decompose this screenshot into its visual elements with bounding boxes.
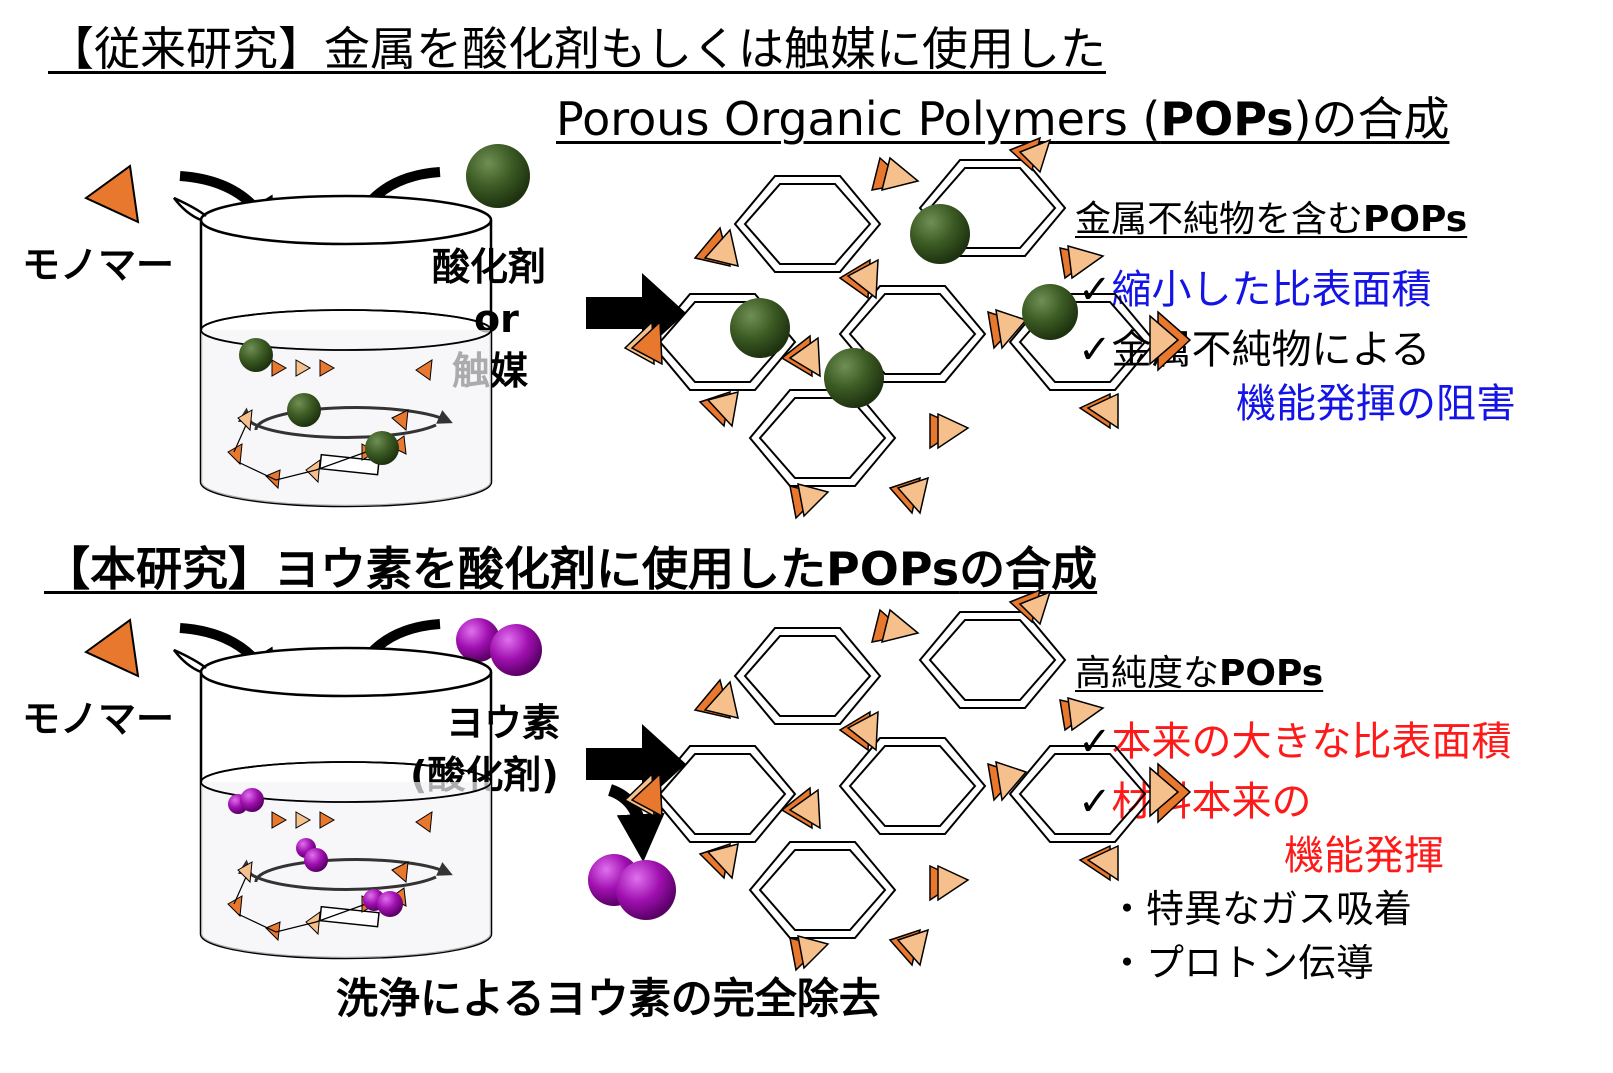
previous-monomer-icon	[84, 164, 140, 224]
current-monomer-label: モノマー	[22, 697, 175, 741]
current-result-heading: 高純度なPOPs	[1075, 656, 1323, 692]
previous-monomer-label: モノマー	[22, 243, 175, 287]
previous-result-heading: 金属不純物を含むPOPs	[1075, 202, 1467, 238]
check-mark-icon: ✓	[1078, 267, 1112, 313]
current-sub2: ・プロトン伝導	[1108, 941, 1375, 985]
current-pop-framework	[624, 589, 1191, 971]
washing-caption: 洗浄によるヨウ素の完全除去	[336, 974, 881, 1023]
current-monomer-icon	[84, 618, 140, 678]
check-mark-icon: ✓	[1078, 719, 1112, 765]
current-point1-text: 本来の大きな比表面積	[1111, 719, 1512, 765]
previous-title-line2-suffix: )の合成	[1293, 92, 1450, 146]
current-result-heading-pops: POPs	[1219, 653, 1324, 694]
previous-title-line2: Porous Organic Polymers (POPs)の合成	[556, 96, 1449, 142]
previous-point2-line2: 機能発揮の阻害	[1236, 381, 1516, 427]
previous-beaker	[174, 196, 491, 506]
check-mark-icon: ✓	[1078, 779, 1112, 825]
current-reagent-line1: ヨウ素	[446, 701, 561, 745]
current-sub1: ・特異なガス吸着	[1108, 887, 1413, 931]
previous-point1-text: 縮小した比表面積	[1111, 267, 1432, 313]
current-title-prefix: 【本研究】ヨウ素を酸化剤に使用した	[44, 542, 826, 596]
current-iodine-icon	[456, 618, 542, 676]
removed-iodine-icon	[588, 854, 676, 920]
previous-title-line2-prefix: Porous Organic Polymers (	[556, 92, 1161, 146]
current-point2: ✓材料本来の	[1078, 782, 1312, 822]
current-point2-line2: 機能発揮	[1284, 833, 1444, 879]
current-title-suffix: の合成	[959, 542, 1098, 596]
current-result-heading-prefix: 高純度な	[1075, 653, 1220, 694]
previous-reagent-line1: 酸化剤	[432, 245, 547, 289]
current-point1: ✓本来の大きな比表面積	[1078, 722, 1512, 762]
current-title: 【本研究】ヨウ素を酸化剤に使用したPOPsの合成	[44, 546, 1097, 592]
current-point2-text: 材料本来の	[1111, 779, 1312, 825]
previous-title-line1: 【従来研究】金属を酸化剤もしくは触媒に使用した	[48, 22, 1106, 76]
previous-metal-oxidant-icon	[466, 144, 530, 208]
previous-title-pops: POPs	[1160, 92, 1294, 146]
iodine-removal-arrow	[607, 784, 665, 862]
previous-point1: ✓縮小した比表面積	[1078, 270, 1432, 310]
current-title-pops: POPs	[826, 542, 960, 596]
current-beaker	[174, 648, 491, 958]
previous-result-heading-pops: POPs	[1363, 199, 1468, 240]
check-mark-icon: ✓	[1078, 327, 1112, 373]
previous-pop-framework	[624, 137, 1191, 519]
previous-result-heading-prefix: 金属不純物を含む	[1075, 199, 1364, 240]
